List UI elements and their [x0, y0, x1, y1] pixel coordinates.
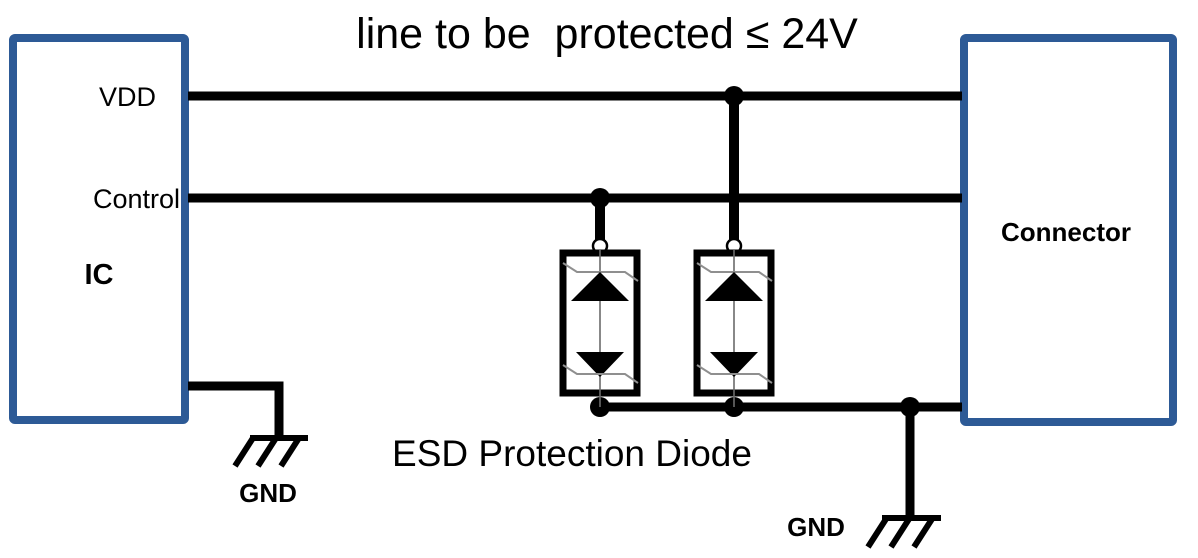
- gnd-label-left: GND: [239, 478, 297, 508]
- zener-bar-bottom: [562, 364, 639, 384]
- diagram-title: line to be protected ≤ 24V: [356, 10, 858, 58]
- ic-box: [9, 34, 189, 424]
- ground-slash: [888, 517, 912, 549]
- wires: [188, 91, 962, 519]
- diode-triangle-down: [576, 352, 624, 377]
- zener-bar-top: [696, 262, 773, 282]
- control-junction-dot: [590, 188, 610, 208]
- bus-junction-dot-right: [900, 397, 920, 417]
- pin-label-vdd: VDD: [99, 82, 156, 112]
- ground-slash: [255, 436, 279, 468]
- esd-diode-left: [559, 237, 641, 407]
- diode-triangle-up: [705, 272, 763, 301]
- ground-slash: [232, 436, 256, 468]
- diode-triangle-down: [710, 352, 758, 377]
- zener-bar-bottom: [696, 364, 773, 384]
- connector-box: [960, 34, 1177, 426]
- ground-symbol-left: [232, 435, 308, 468]
- ground-slash: [911, 517, 935, 549]
- ic-label: IC: [85, 259, 114, 291]
- gnd-label-right: GND: [787, 512, 845, 542]
- pin-label-control: Control: [93, 184, 180, 214]
- ground-symbol-right: [865, 515, 941, 549]
- ground-slash: [865, 517, 889, 549]
- ground-slash: [278, 436, 302, 468]
- esd-diode-right: [693, 237, 775, 407]
- diode-triangle-up: [571, 272, 629, 301]
- ic-ground-stub-wire: [188, 381, 284, 438]
- zener-bar-top: [562, 262, 639, 282]
- esd-caption: ESD Protection Diode: [392, 433, 752, 474]
- vdd-junction-dot: [724, 86, 744, 106]
- connector-label: Connector: [1001, 217, 1131, 247]
